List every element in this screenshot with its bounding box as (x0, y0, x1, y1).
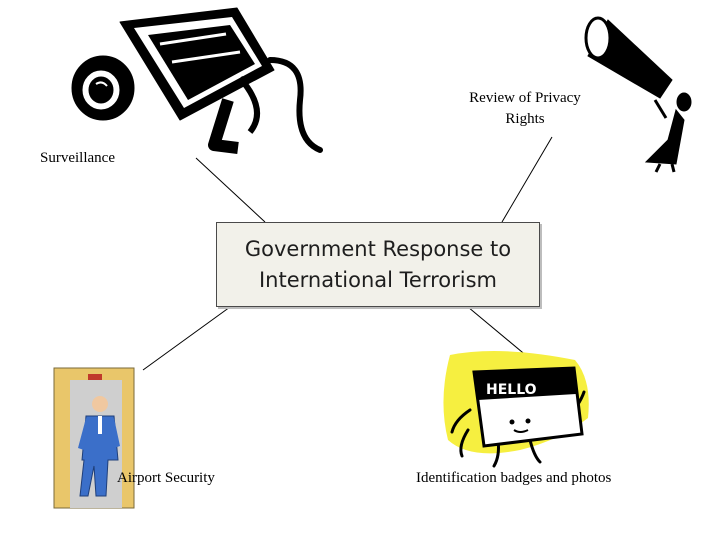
connector-airport (142, 306, 231, 371)
connector-privacy (501, 136, 553, 223)
center-topic-line2: International Terrorism (258, 267, 498, 292)
label-airport-security: Airport Security (117, 470, 215, 486)
label-surveillance: Surveillance (40, 150, 115, 166)
label-privacy-rights: Review of Privacy Rights (440, 88, 610, 130)
connector-surveillance (195, 157, 266, 223)
center-topic-box: Government Response to International Ter… (216, 222, 540, 307)
hello-badge-text: HELLO (486, 382, 537, 398)
label-privacy-line2: Rights (505, 111, 545, 127)
label-privacy-line1: Review of Privacy (469, 90, 581, 106)
center-topic-line1: Government Response to (244, 236, 512, 261)
label-identification-badges: Identification badges and photos (416, 470, 612, 486)
